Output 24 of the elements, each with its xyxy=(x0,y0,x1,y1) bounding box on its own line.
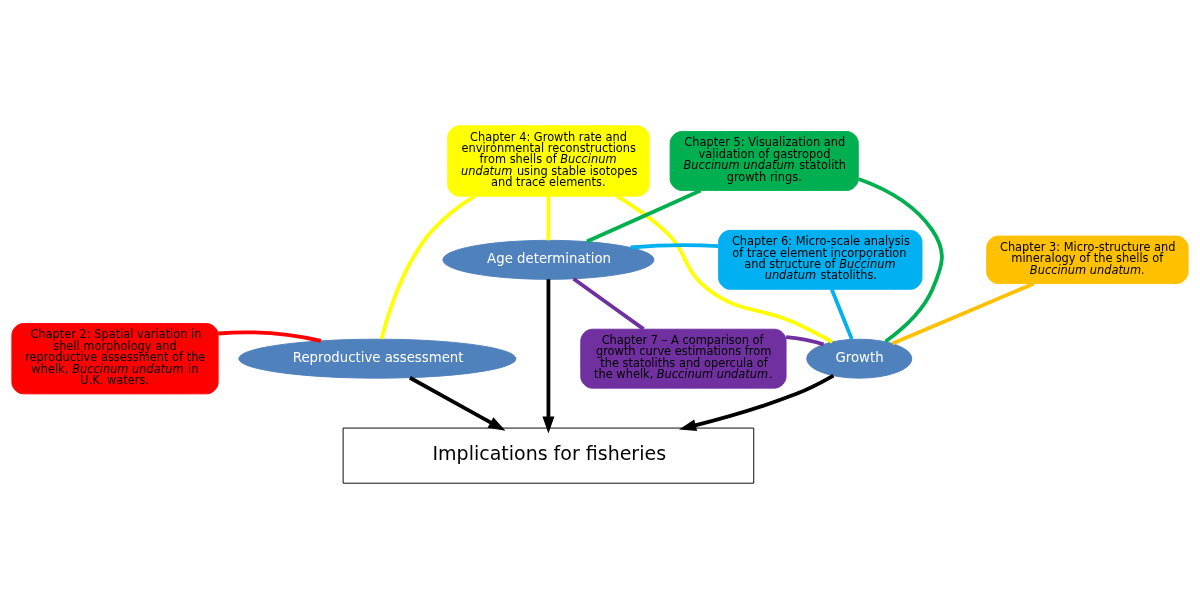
connector xyxy=(572,276,645,331)
connector xyxy=(830,288,854,340)
node-box: Chapter 2: Spatial variation in shell morphology and reproductive assessment of the whelk, Buccinum undatum in U.K. waters. xyxy=(11,322,219,394)
connector xyxy=(857,176,944,343)
connector xyxy=(586,188,702,243)
connector xyxy=(546,195,551,240)
node-box: Implications for fisheries xyxy=(342,427,755,484)
arrow xyxy=(409,375,506,431)
node-box: Chapter 7 – A comparison of growth curve estimations from the statoliths and opercula of the whelk, Buccinum undatum. xyxy=(580,328,787,389)
node-ellipse: Age determination xyxy=(442,239,655,280)
node-box: Chapter 4: Growth rate and environmental reconstructions from shells of Buccinum undatum using stable isotopes and trace elements. xyxy=(447,124,650,197)
connector xyxy=(891,281,1035,345)
connector xyxy=(630,242,719,249)
node-ellipse: Reproductive assessment xyxy=(238,338,517,379)
connector xyxy=(615,194,834,344)
connector xyxy=(379,194,476,339)
arrow xyxy=(542,278,555,434)
connector xyxy=(785,334,825,346)
node-ellipse: Growth xyxy=(806,338,913,379)
node-box: Chapter 5: Visualization and validation of gastropod Buccinum undatum statolith growth rings. xyxy=(669,130,859,191)
node-box: Chapter 3: Micro-structure and mineralogy of the shells of Buccinum undatum. xyxy=(986,235,1189,284)
connector xyxy=(218,329,322,343)
arrow xyxy=(679,373,835,431)
node-box: Chapter 6: Micro-scale analysis of trace element incorporation and structure of Buccinum undatum statoliths. xyxy=(718,229,923,290)
